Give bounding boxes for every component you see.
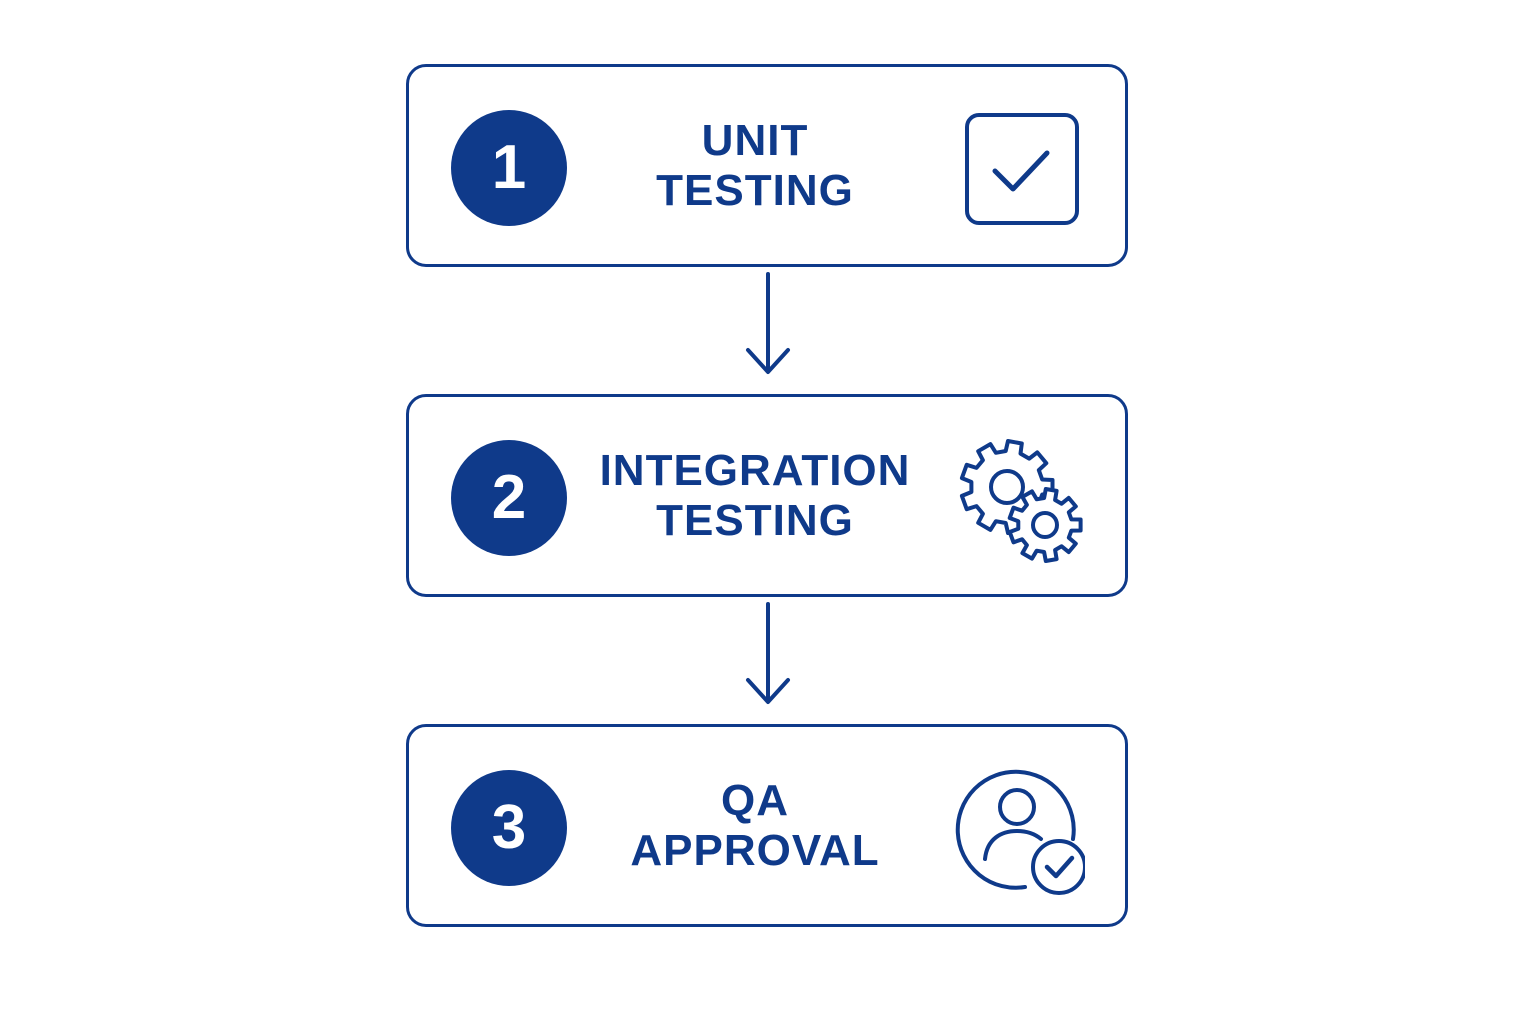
step-unit-testing: 1 UNIT TESTING bbox=[406, 64, 1128, 267]
arrow-down-icon bbox=[746, 602, 790, 704]
arrow-down-icon bbox=[746, 272, 790, 374]
step-number-badge: 2 bbox=[451, 440, 567, 556]
step-label-line1: QA bbox=[721, 775, 789, 825]
gear-small-hub bbox=[1031, 511, 1059, 539]
step-number-badge: 3 bbox=[451, 770, 567, 886]
step-label-line1: UNIT bbox=[701, 115, 809, 165]
step-label-line2: TESTING bbox=[656, 495, 854, 545]
checkbox-check-icon bbox=[965, 113, 1079, 225]
step-label-line2: TESTING bbox=[656, 165, 854, 215]
step-label-line1: INTEGRATION bbox=[599, 445, 911, 495]
step-qa-approval: 3 QA APPROVAL bbox=[406, 724, 1128, 927]
step-number-badge: 1 bbox=[451, 110, 567, 226]
step-label: UNIT TESTING bbox=[579, 116, 931, 216]
step-label: INTEGRATION TESTING bbox=[579, 446, 931, 546]
step-label-line2: APPROVAL bbox=[630, 825, 880, 875]
step-label: QA APPROVAL bbox=[579, 776, 931, 876]
gears-icon bbox=[959, 439, 1083, 563]
gear-small bbox=[1007, 487, 1083, 563]
gear-large-hub bbox=[989, 469, 1025, 505]
step-integration-testing: 2 INTEGRATION TESTING bbox=[406, 394, 1128, 597]
user-approved-icon bbox=[955, 769, 1085, 895]
